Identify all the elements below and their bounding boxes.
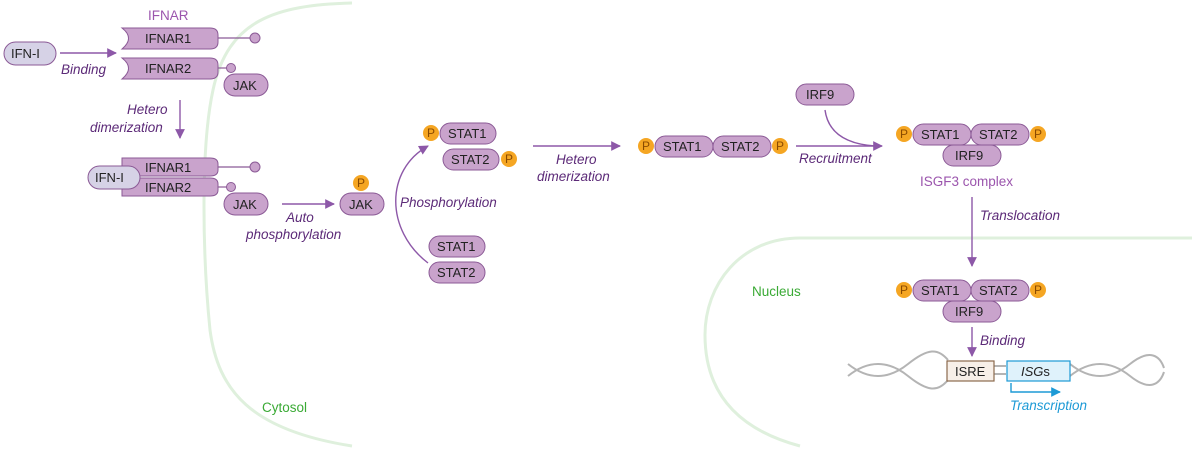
isg-genes: ISGs [1006, 360, 1071, 382]
svg-text:STAT2: STAT2 [979, 127, 1018, 142]
auto-label: Auto [285, 210, 314, 225]
svg-text:STAT1: STAT1 [437, 239, 476, 254]
phosphorylation-line-label: phosphorylation [245, 227, 341, 242]
svg-text:IFN-I: IFN-I [95, 170, 124, 185]
irf9-recruit-curve [824, 109, 876, 147]
phosphate-icon [896, 126, 912, 142]
nucleus-label: Nucleus [752, 284, 801, 299]
stat1-stat2-dimer: P STAT1 STAT2 P [638, 135, 788, 158]
svg-text:STAT1: STAT1 [921, 127, 960, 142]
irf9-free: IRF9 [795, 83, 855, 106]
svg-text:P: P [357, 176, 365, 190]
svg-text:JAK: JAK [233, 78, 257, 93]
svg-text:IFNAR2: IFNAR2 [145, 180, 191, 195]
ifn-i-ligand: IFN-I [3, 41, 57, 66]
ifnar2-receptor-bound: IFNAR2 [121, 177, 236, 197]
cell-membrane [202, 1, 353, 448]
phosphate-icon [1030, 282, 1046, 298]
svg-text:P: P [776, 139, 784, 153]
transcription-label: Transcription [1010, 398, 1087, 413]
translocation-label: Translocation [980, 208, 1060, 223]
phosphate-icon [896, 282, 912, 298]
cytosol-label: Cytosol [262, 400, 307, 415]
svg-text:STAT1: STAT1 [921, 283, 960, 298]
svg-text:STAT2: STAT2 [979, 283, 1018, 298]
svg-text:STAT2: STAT2 [437, 265, 476, 280]
stat2-unphosphorylated: STAT2 [428, 261, 486, 284]
hetero-label-1: Hetero [127, 102, 168, 117]
isgf3-complex: P STAT1 STAT2 P IRF9 [896, 123, 1046, 167]
isgf3-complex-nuclear: P STAT1 STAT2 P IRF9 [896, 279, 1046, 323]
dimerization-label-1: dimerization [90, 120, 163, 135]
phosphorylation-label: Phosphorylation [400, 195, 497, 210]
svg-text:STAT1: STAT1 [663, 139, 702, 154]
nuclear-membrane [703, 236, 1192, 448]
svg-text:IFNAR2: IFNAR2 [145, 61, 191, 76]
transcription-arrow [1010, 383, 1061, 397]
hetero-label-2: Hetero [556, 152, 597, 167]
svg-text:IFN-I: IFN-I [11, 46, 40, 61]
svg-text:IFNAR1: IFNAR1 [145, 31, 191, 46]
jak-bound: JAK [223, 192, 269, 216]
jak-top: JAK [223, 73, 269, 97]
svg-text:JAK: JAK [233, 197, 257, 212]
phosphate-icon [353, 175, 369, 191]
svg-text:ISRE: ISRE [955, 364, 986, 379]
phosphate-icon [638, 138, 654, 154]
svg-text:IFNAR1: IFNAR1 [145, 160, 191, 175]
svg-text:STAT1: STAT1 [448, 126, 487, 141]
ifnar2-receptor: IFNAR2 [120, 57, 236, 80]
svg-text:STAT2: STAT2 [451, 152, 490, 167]
phosphate-icon [772, 138, 788, 154]
dimerization-label-2: dimerization [537, 169, 610, 184]
isgf3-label: ISGF3 complex [920, 174, 1013, 189]
svg-text:IRF9: IRF9 [955, 148, 983, 163]
stat2-phosphorylated: STAT2 P [442, 148, 517, 171]
ifnar1-receptor: IFNAR1 [120, 27, 261, 50]
phosphorylation-curve [395, 145, 429, 264]
svg-text:P: P [642, 139, 650, 153]
ifnar1-receptor-bound: IFNAR1 [121, 157, 261, 177]
svg-text:IRF9: IRF9 [955, 304, 983, 319]
ifn-i-ligand-bound: IFN-I [87, 165, 141, 190]
stat1-phosphorylated: STAT1 P [423, 122, 497, 145]
phosphate-icon [423, 125, 439, 141]
jak-phosphorylated: JAK P [339, 175, 385, 216]
isre-element: ISRE [946, 360, 995, 382]
svg-text:P: P [505, 152, 513, 166]
svg-text:P: P [900, 127, 908, 141]
stat1-unphosphorylated: STAT1 [428, 235, 486, 258]
svg-text:STAT2: STAT2 [721, 139, 760, 154]
svg-text:P: P [1034, 283, 1042, 297]
svg-text:P: P [900, 283, 908, 297]
svg-text:P: P [427, 126, 435, 140]
phosphate-icon [501, 151, 517, 167]
svg-text:ISGs: ISGs [1021, 364, 1050, 379]
svg-text:IRF9: IRF9 [806, 87, 834, 102]
binding-label: Binding [61, 62, 107, 77]
dna-helix [847, 350, 1165, 390]
phosphate-icon [1030, 126, 1046, 142]
ifnar-title: IFNAR [148, 8, 189, 23]
svg-text:P: P [1034, 127, 1042, 141]
recruitment-label: Recruitment [799, 151, 873, 166]
svg-text:JAK: JAK [349, 197, 373, 212]
binding-label-2: Binding [980, 333, 1026, 348]
